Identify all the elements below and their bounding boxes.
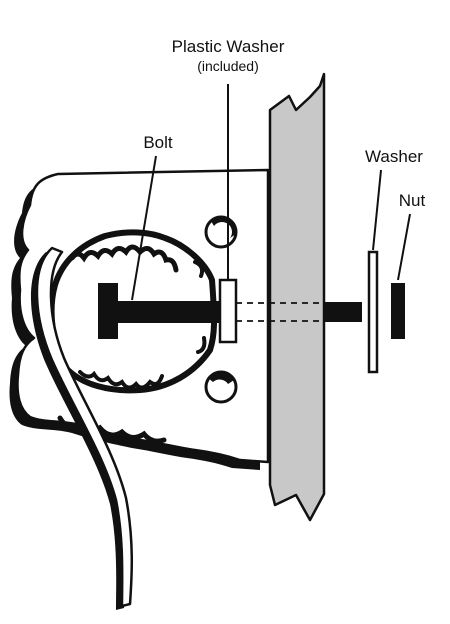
leader-lines <box>131 84 411 301</box>
label-bolt: Bolt <box>143 133 173 152</box>
label-washer: Washer <box>365 147 423 166</box>
label-plastic-washer: Plastic Washer <box>172 37 285 56</box>
label-plastic-washer-note: (included) <box>197 58 258 74</box>
washer <box>367 250 379 374</box>
mounting-hole-top <box>204 215 238 249</box>
bolt-leader <box>131 155 157 301</box>
nut-leader <box>397 213 411 281</box>
mounting-hole-bottom <box>204 370 238 404</box>
washer-leader <box>372 169 382 251</box>
bolt <box>98 283 362 339</box>
mounting-panel <box>268 72 327 522</box>
plastic-washer <box>218 278 238 344</box>
cable-strap <box>30 246 134 610</box>
label-nut: Nut <box>399 191 426 210</box>
nut <box>391 283 405 339</box>
